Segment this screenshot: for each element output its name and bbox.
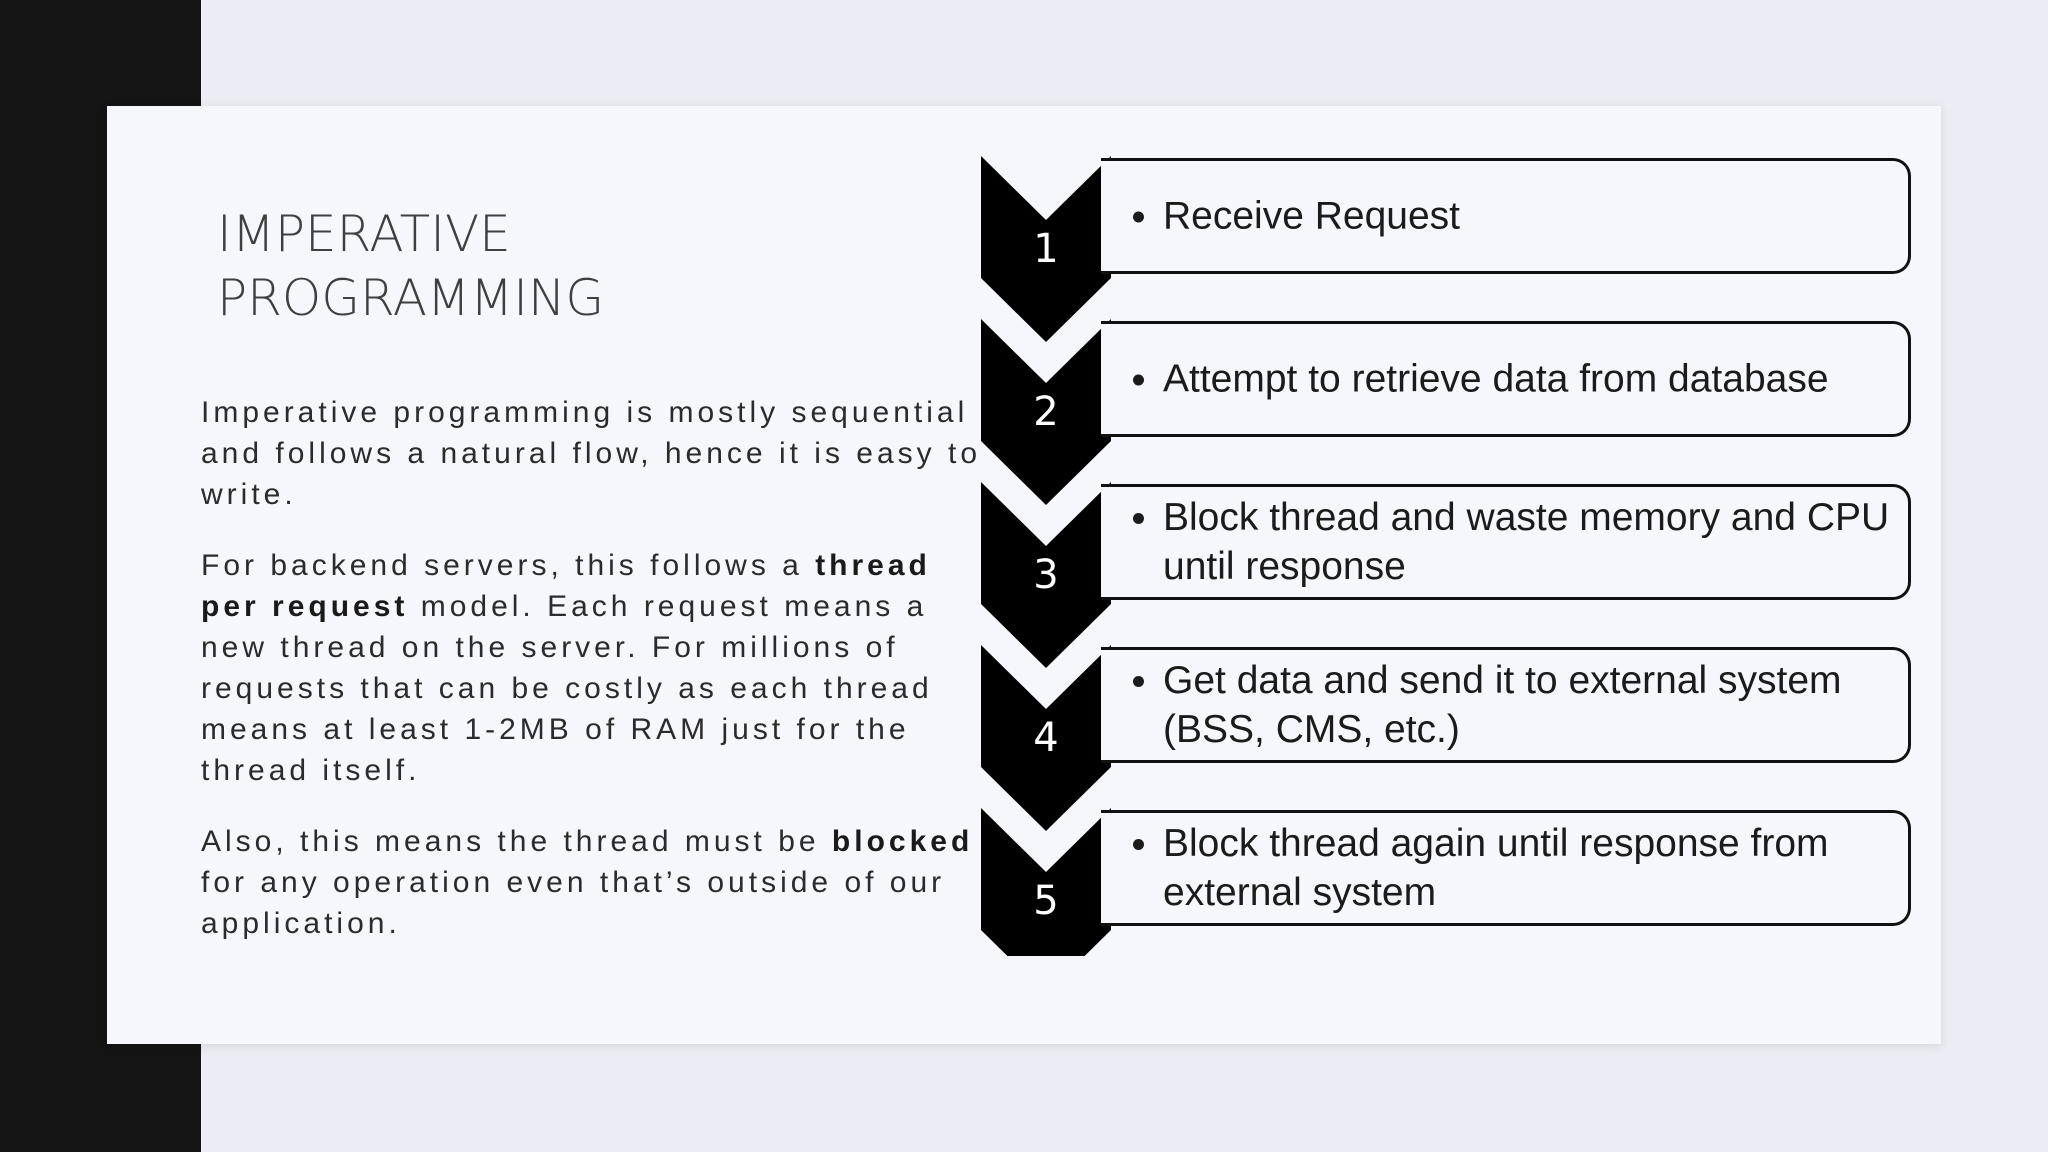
step-list-3: Block thread and waste memory and CPU un… xyxy=(1121,493,1902,591)
step-text-1: Receive Request xyxy=(1133,192,1902,241)
paragraph-3-text-a: Also, this means the thread must be xyxy=(201,825,832,858)
chevron-number-1: 1 xyxy=(1033,226,1058,272)
step-text-2: Attempt to retrieve data from database xyxy=(1133,355,1902,404)
step-box-4: Get data and send it to external system … xyxy=(1101,647,1911,763)
chevron-1: 1 xyxy=(981,156,1111,342)
step-text-3: Block thread and waste memory and CPU un… xyxy=(1133,493,1902,591)
chevron-number-4: 4 xyxy=(1033,715,1058,761)
chevron-4: 4 xyxy=(981,645,1111,831)
paragraph-3-text-b: for any operation even that’s outside of… xyxy=(201,866,946,940)
title-line-1: IMPERATIVE xyxy=(217,205,511,263)
step-box-5: Block thread again until response from e… xyxy=(1101,810,1911,926)
chevron-column: 1 2 3 4 5 xyxy=(981,156,1111,956)
step-list-4: Get data and send it to external system … xyxy=(1121,656,1902,754)
chevron-2: 2 xyxy=(981,319,1111,505)
chevron-number-3: 3 xyxy=(1033,552,1058,598)
chevron-number-2: 2 xyxy=(1033,389,1058,435)
step-list-5: Block thread again until response from e… xyxy=(1121,819,1902,917)
chevron-5: 5 xyxy=(981,808,1111,956)
paragraph-2: For backend servers, this follows a thre… xyxy=(201,545,981,791)
step-box-3: Block thread and waste memory and CPU un… xyxy=(1101,484,1911,600)
slide-card: IMPERATIVE PROGRAMMING Imperative progra… xyxy=(107,106,1941,1044)
step-text-4: Get data and send it to external system … xyxy=(1133,656,1902,754)
step-box-1: Receive Request xyxy=(1101,158,1911,274)
slide-title: IMPERATIVE PROGRAMMING xyxy=(217,202,817,330)
paragraph-2-text-a: For backend servers, this follows a xyxy=(201,549,816,582)
chevron-number-5: 5 xyxy=(1033,878,1058,924)
paragraph-3-bold: blocked xyxy=(831,825,974,858)
step-box-2: Attempt to retrieve data from database xyxy=(1101,321,1911,437)
step-list-2: Attempt to retrieve data from database xyxy=(1121,355,1902,404)
process-chevrons: 1 2 3 4 5 xyxy=(974,156,1114,956)
description-text: Imperative programming is mostly sequent… xyxy=(201,392,981,974)
chevron-3: 3 xyxy=(981,482,1111,668)
paragraph-2-bold: thread per request xyxy=(201,549,931,623)
paragraph-3: Also, this means the thread must be bloc… xyxy=(201,821,981,944)
paragraph-1: Imperative programming is mostly sequent… xyxy=(201,392,981,515)
paragraph-2-text-b: model. Each request means a new thread o… xyxy=(201,590,933,787)
step-list-1: Receive Request xyxy=(1121,192,1902,241)
title-line-2: PROGRAMMING xyxy=(217,269,605,327)
paragraph-1-text: Imperative programming is mostly sequent… xyxy=(201,396,982,511)
step-text-5: Block thread again until response from e… xyxy=(1133,819,1902,917)
